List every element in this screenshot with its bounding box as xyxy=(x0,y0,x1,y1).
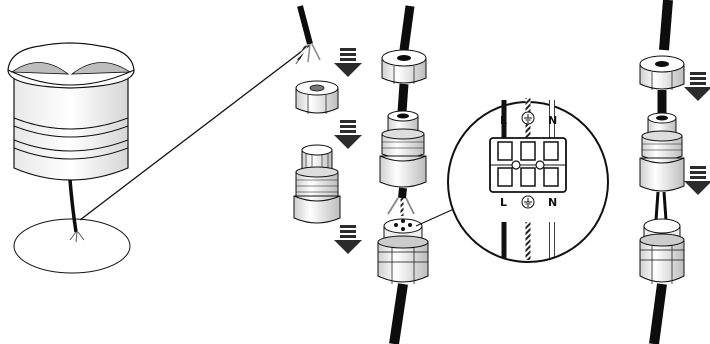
arrow-down-icon xyxy=(334,225,362,254)
gland-nut-part xyxy=(295,80,339,114)
lamp-cable xyxy=(68,179,78,233)
terminal-label-l-top: L xyxy=(500,114,507,127)
arrow-down-icon xyxy=(684,166,710,195)
arrow-down-icon xyxy=(684,72,710,101)
arrow-down-icon xyxy=(334,48,362,77)
earth-ground-icon xyxy=(521,195,535,209)
ground-ellipse xyxy=(13,218,131,274)
gland-body-part xyxy=(293,144,341,224)
terminal-label-l-bottom: L xyxy=(500,196,507,209)
lamp-body xyxy=(7,42,135,181)
leader-line xyxy=(79,44,311,221)
terminal-label-n-bottom: N xyxy=(548,196,557,209)
terminal-detail: L N L N xyxy=(447,98,609,263)
arrow-down-icon xyxy=(334,120,362,149)
earth-ground-icon xyxy=(521,111,535,125)
lamp-assembly xyxy=(7,42,135,274)
terminal-label-n-top: N xyxy=(548,114,557,127)
final-assembly xyxy=(639,0,710,344)
connection-assembly xyxy=(377,5,429,344)
exploded-parts xyxy=(293,5,362,254)
